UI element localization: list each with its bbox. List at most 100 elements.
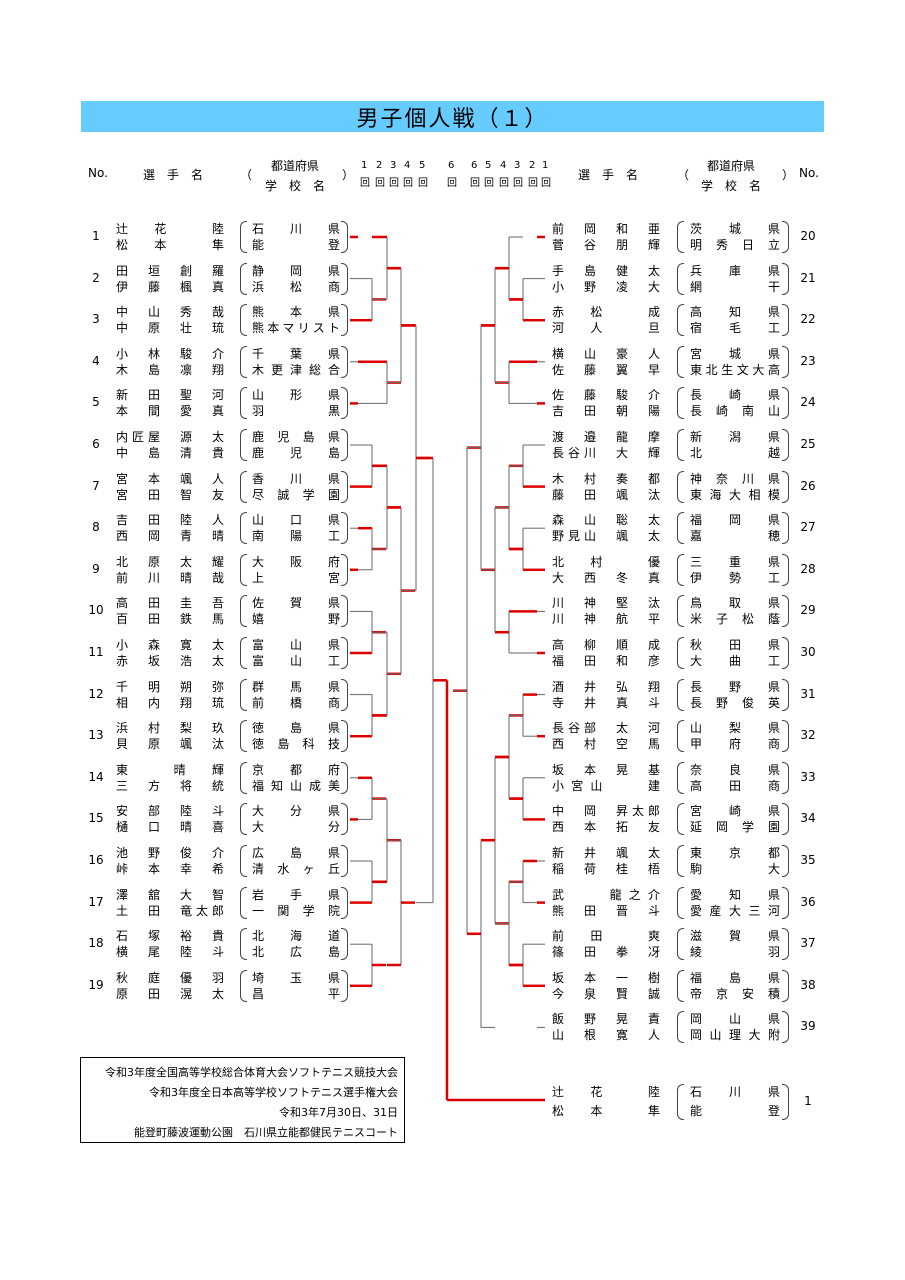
round-marker-right: 回 (484, 178, 494, 189)
round-number-right: 4 (500, 160, 507, 171)
bracket-open (677, 553, 684, 586)
player-name: 北 村 優 (552, 554, 660, 569)
school: 嘉 穂 (690, 529, 780, 544)
bracket-open (677, 470, 684, 503)
prefecture: 宮 城 県 (690, 346, 780, 361)
prefecture: 千 葉 県 (252, 346, 340, 361)
school: 愛産大三河 (690, 903, 780, 918)
prefecture: 熊 本 県 (252, 305, 340, 320)
player-name: 武 龍之介 (552, 887, 660, 902)
player-name: 中 山 秀 哉 (116, 305, 224, 320)
player-name: 辻 花 陸 (116, 222, 224, 236)
page-title: 男子個人戦（１） (81, 101, 824, 132)
player-name: 横 山 豪 人 (552, 346, 660, 361)
player-name: 中 原 壮 琉 (116, 321, 224, 336)
school: 伊 勢 工 (690, 570, 780, 585)
bracket-close (341, 262, 348, 295)
header-paren-close-right: ） (782, 168, 795, 182)
player-name: 秋 庭 優 羽 (116, 970, 224, 985)
entry-no: 26 (800, 478, 816, 493)
entry-no: 13 (88, 728, 104, 743)
entry-no: 10 (88, 603, 104, 618)
champion-no: 1 (804, 1094, 812, 1108)
player-name: 木 島 凛 翔 (116, 362, 224, 377)
player-name: 野見山 颯 太 (552, 529, 660, 544)
prefecture: 岡 山 県 (690, 1012, 780, 1027)
school: 一 関 学 院 (252, 903, 340, 918)
school: 木更津総合 (252, 362, 340, 377)
player-name: 佐 藤 翼 早 (552, 362, 660, 377)
prefecture: 茨 城 県 (690, 222, 780, 236)
bracket-open (677, 637, 684, 669)
bracket-open (240, 637, 247, 669)
bracket-open (240, 761, 247, 794)
round-marker-left: 回 (418, 178, 428, 189)
bracket-open (677, 678, 684, 711)
prefecture: 滋 賀 県 (690, 929, 780, 944)
player-name: 渡 邉 龍 摩 (552, 430, 660, 444)
school: 上 宮 (252, 570, 340, 585)
bracket-open (240, 221, 247, 253)
player-name: 川 神 航 平 (552, 612, 660, 627)
entry-no: 37 (800, 936, 816, 951)
round-number-right: 3 (514, 160, 521, 171)
player-name: 西 本 拓 友 (552, 820, 660, 835)
bracket-open (677, 429, 684, 461)
entry-no: 31 (800, 686, 816, 701)
school: 東北生文大高 (690, 362, 780, 377)
school: 長 野 俊 英 (690, 695, 780, 710)
player-name: 木 村 奏 都 (552, 471, 660, 486)
player-name: 池 野 俊 介 (116, 846, 224, 860)
entry-no: 38 (800, 977, 816, 992)
school: 網 干 (690, 279, 780, 294)
player-name: 小 森 寛 太 (116, 638, 224, 652)
entry-no: 23 (800, 353, 816, 368)
bracket-close (341, 969, 348, 1002)
school: 米 子 松 蔭 (690, 612, 780, 627)
header-paren-close-left: ） (342, 168, 355, 182)
player-name: 西 岡 青 晴 (116, 529, 224, 544)
player-name: 三 方 将 統 (116, 778, 224, 793)
bracket-close (782, 761, 789, 794)
player-name: 長谷川 大 輝 (552, 446, 660, 460)
player-name: 中 島 清 貴 (116, 446, 224, 460)
player-name: 新 田 聖 河 (116, 388, 224, 403)
champion-bracket-open (677, 1084, 684, 1120)
prefecture: 愛 知 県 (690, 887, 780, 902)
entry-no: 30 (800, 645, 816, 659)
bracket-open (240, 345, 247, 378)
entry-no: 20 (800, 229, 816, 243)
school: 前 橋 商 (252, 695, 340, 710)
prefecture: 北 海 道 (252, 929, 340, 944)
player-name: 手 島 健 太 (552, 263, 660, 278)
player-name: 田 垣 創 羅 (116, 263, 224, 278)
player-name: 酒 井 弘 翔 (552, 679, 660, 694)
school: 徳 島 科 技 (252, 737, 340, 752)
prefecture: 福 岡 県 (690, 513, 780, 528)
entry-no: 33 (800, 769, 816, 784)
bracket-open (240, 886, 247, 919)
round-marker-left: 回 (389, 178, 399, 189)
entry-no: 18 (88, 936, 104, 951)
player-name: 今 泉 賢 誠 (552, 986, 660, 1001)
round-marker-left: 回 (375, 178, 385, 189)
entry-no: 24 (800, 395, 816, 410)
player-name: 坂 本 晃 基 (552, 762, 660, 777)
player-name: 本 間 愛 真 (116, 404, 224, 419)
player-name: 飯 野 晃 責 (552, 1012, 660, 1027)
player-name: 東 晴 輝 (116, 762, 224, 777)
player-name: 相 内 翔 琉 (116, 695, 224, 710)
player-name: 安 部 陸 斗 (116, 804, 224, 819)
school: 延 岡 学 園 (690, 820, 780, 835)
bracket-close (782, 345, 789, 378)
prefecture: 福 島 県 (690, 970, 780, 985)
header-paren-open-right: （ (677, 168, 690, 182)
header-no-left: No. (88, 166, 108, 180)
bracket-open (240, 553, 247, 586)
player-name: 篠 田 拳 冴 (552, 945, 660, 960)
prefecture: 高 知 県 (690, 305, 780, 320)
player-name: 伊 藤 楓 真 (116, 279, 224, 294)
school: 明 秀 日 立 (690, 238, 780, 252)
prefecture: 神 奈 川 県 (690, 471, 780, 486)
round-number-left: 3 (390, 160, 397, 171)
